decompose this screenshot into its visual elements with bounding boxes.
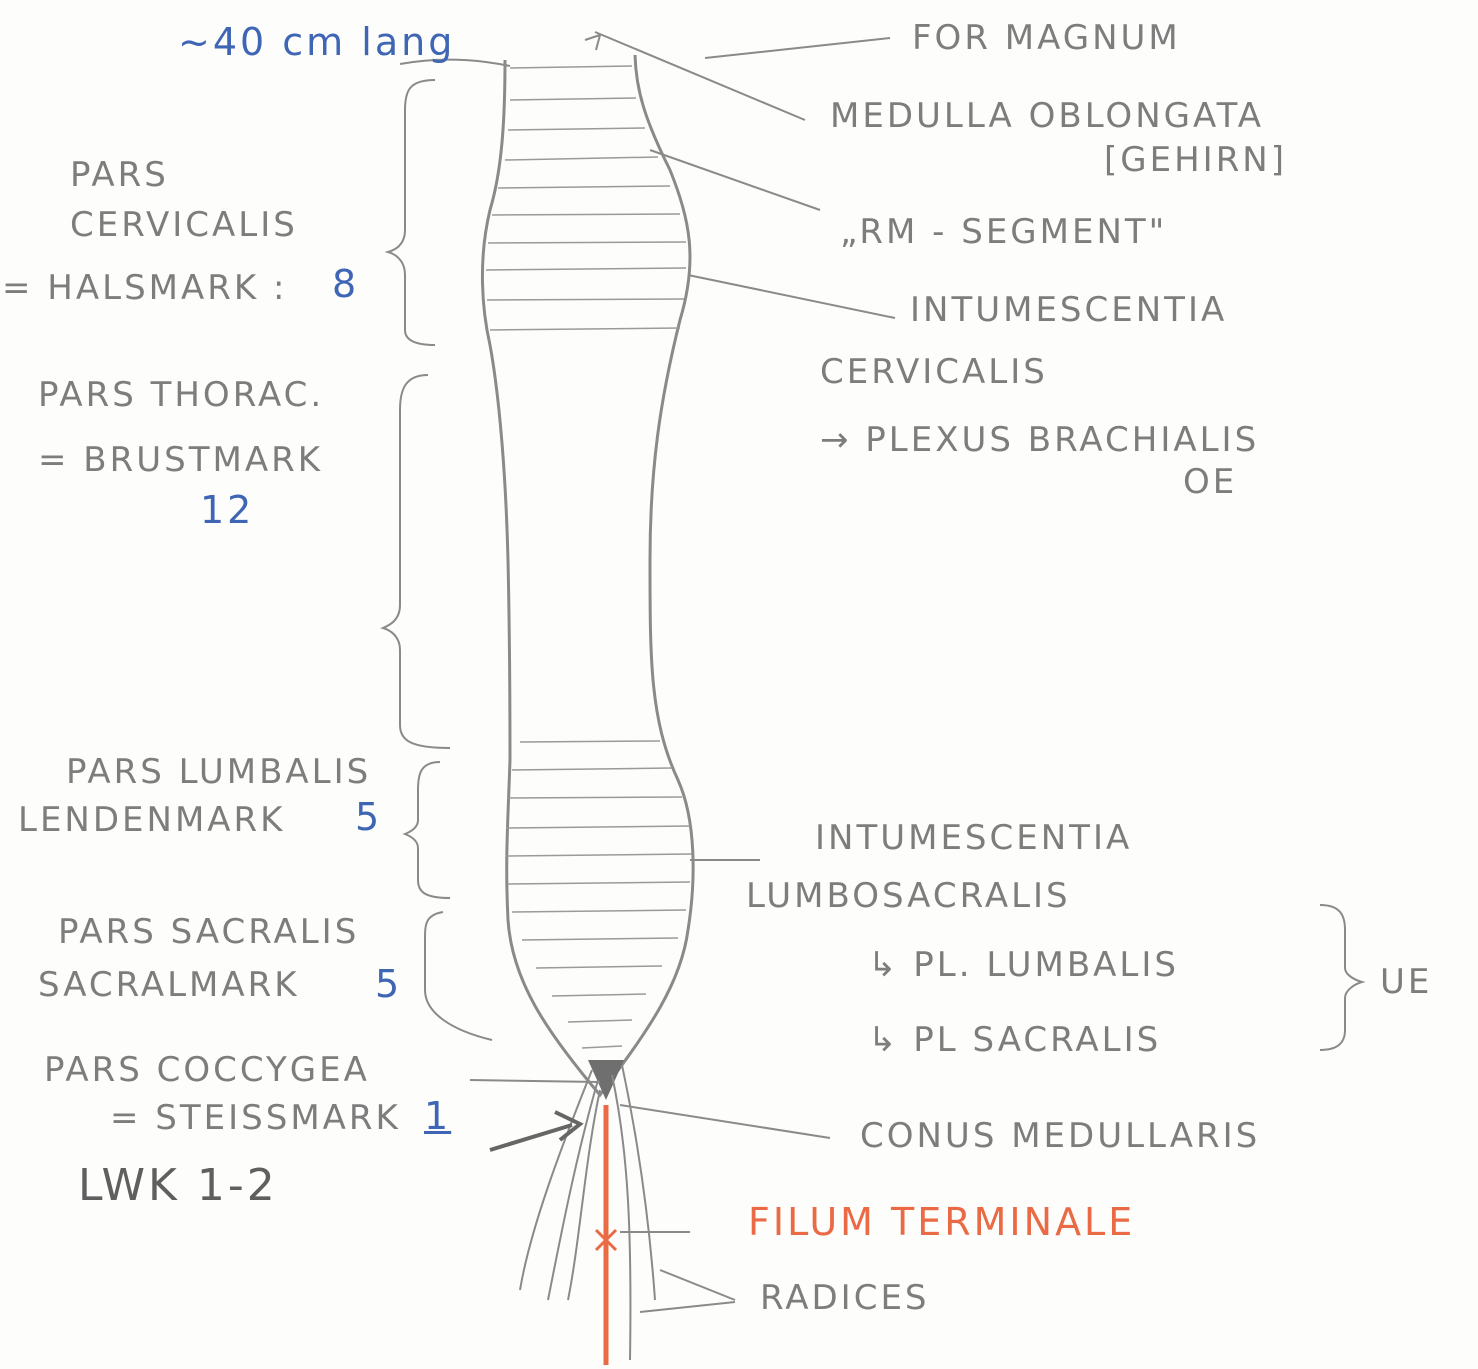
cervical-name-line2: CERVICALIS: [70, 205, 298, 245]
plexus-brachialis-label: → PLEXUS BRACHIALIS: [820, 420, 1259, 460]
filum-terminale-label: FILUM TERMINALE: [748, 1200, 1135, 1244]
plexus-sacralis-label: ↳ PL SACRALIS: [868, 1020, 1161, 1060]
sacral-german: SACRALMARK: [38, 965, 300, 1005]
medulla-oblongata-label: MEDULLA OBLONGATA: [830, 96, 1264, 136]
coccygeal-count: 1: [424, 1094, 451, 1138]
cervical-count: 8: [332, 262, 359, 306]
brain-note: [GEHIRN]: [1104, 140, 1287, 180]
foramen-magnum-label: FOR MAGNUM: [912, 18, 1181, 58]
lumbar-count: 5: [355, 795, 382, 839]
sacral-count: 5: [375, 962, 402, 1006]
intumescentia-cervicalis-line1: INTUMESCENTIA: [910, 290, 1227, 330]
lower-extremity-label: UE: [1380, 962, 1432, 1002]
radices-label: RADICES: [760, 1278, 930, 1318]
conus-arrow: [490, 1112, 580, 1150]
segment-label: „RM - SEGMENT": [840, 212, 1167, 252]
conus-medullaris-label: CONUS MEDULLARIS: [860, 1116, 1260, 1156]
intumescentia-cervicalis-line2: CERVICALIS: [820, 352, 1048, 392]
thoracic-name: PARS THORAC.: [38, 375, 324, 415]
sacral-name: PARS SACRALIS: [58, 912, 359, 952]
cervical-name-line1: PARS: [70, 155, 169, 195]
intumescentia-lumbosacralis-line1: INTUMESCENTIA: [815, 818, 1132, 858]
thoracic-count: 12: [200, 488, 254, 532]
segment-hatching: [486, 66, 692, 1048]
foramen-arrow: [585, 35, 600, 50]
thoracic-german: = BRUSTMARK: [38, 440, 323, 480]
lumbar-name: PARS LUMBALIS: [66, 752, 371, 792]
vertebra-level: LWK 1-2: [78, 1160, 278, 1211]
radices-roots: [520, 1065, 655, 1360]
intumescentia-lumbosacralis-line2: LUMBOSACRALIS: [746, 876, 1071, 916]
lumbar-german: LENDENMARK: [18, 800, 285, 840]
upper-extremity-label: OE: [1183, 462, 1237, 502]
pointer-lines: [400, 32, 895, 1312]
length-note: ~40 cm lang: [178, 20, 455, 64]
plexus-lumbalis-label: ↳ PL. LUMBALIS: [868, 945, 1179, 985]
coccygeal-name: PARS COCCYGEA: [44, 1050, 370, 1090]
cervical-german: = HALSMARK :: [2, 268, 287, 308]
coccygeal-german: = STEISSMARK: [110, 1098, 401, 1138]
